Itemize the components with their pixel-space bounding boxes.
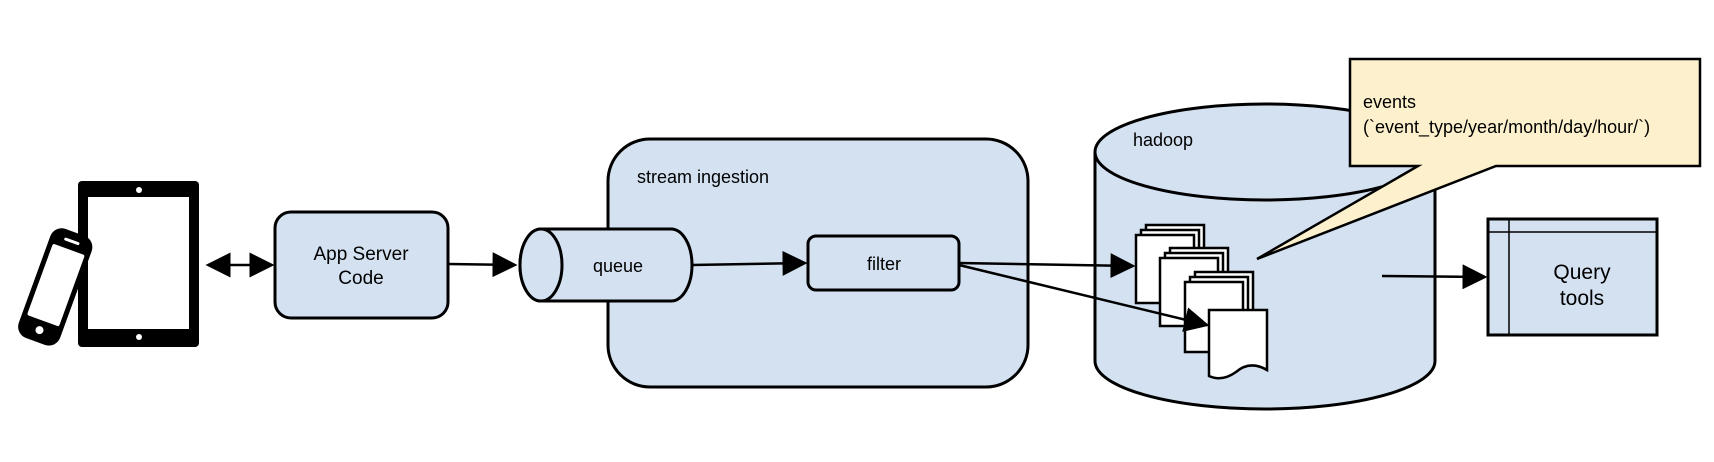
- events-callout: events (`event_type/year/month/day/hour/…: [1256, 57, 1702, 261]
- hadoop-label: hadoop: [1133, 130, 1193, 150]
- query-tools-label-line1: Query: [1553, 261, 1611, 284]
- filter-node: filter: [806, 234, 961, 292]
- app-server-label-line2: Code: [338, 268, 383, 289]
- stream-ingestion-label: stream ingestion: [637, 167, 769, 187]
- file-stack-3: [1183, 270, 1269, 380]
- query-tools-node: Query tools: [1486, 217, 1659, 337]
- devices-icon: [18, 181, 199, 347]
- callout-label-line2: (`event_type/year/month/day/hour/`): [1363, 117, 1650, 138]
- hadoop-query-arrow: [1381, 264, 1488, 290]
- queue-label: queue: [593, 256, 643, 276]
- callout-label-line1: events: [1363, 92, 1416, 112]
- app-server-queue-arrow: [447, 252, 518, 278]
- queue-filter-arrow: [691, 250, 808, 276]
- app-server-label-line1: App Server: [313, 244, 409, 265]
- app-server-node: App Server Code: [273, 210, 450, 320]
- query-tools-label-line2: tools: [1560, 287, 1604, 310]
- filter-files-arrow-upper: [958, 253, 1136, 279]
- queue-node: queue: [518, 227, 694, 303]
- filter-files-arrow-lower: [958, 263, 1210, 332]
- filter-label: filter: [867, 254, 901, 274]
